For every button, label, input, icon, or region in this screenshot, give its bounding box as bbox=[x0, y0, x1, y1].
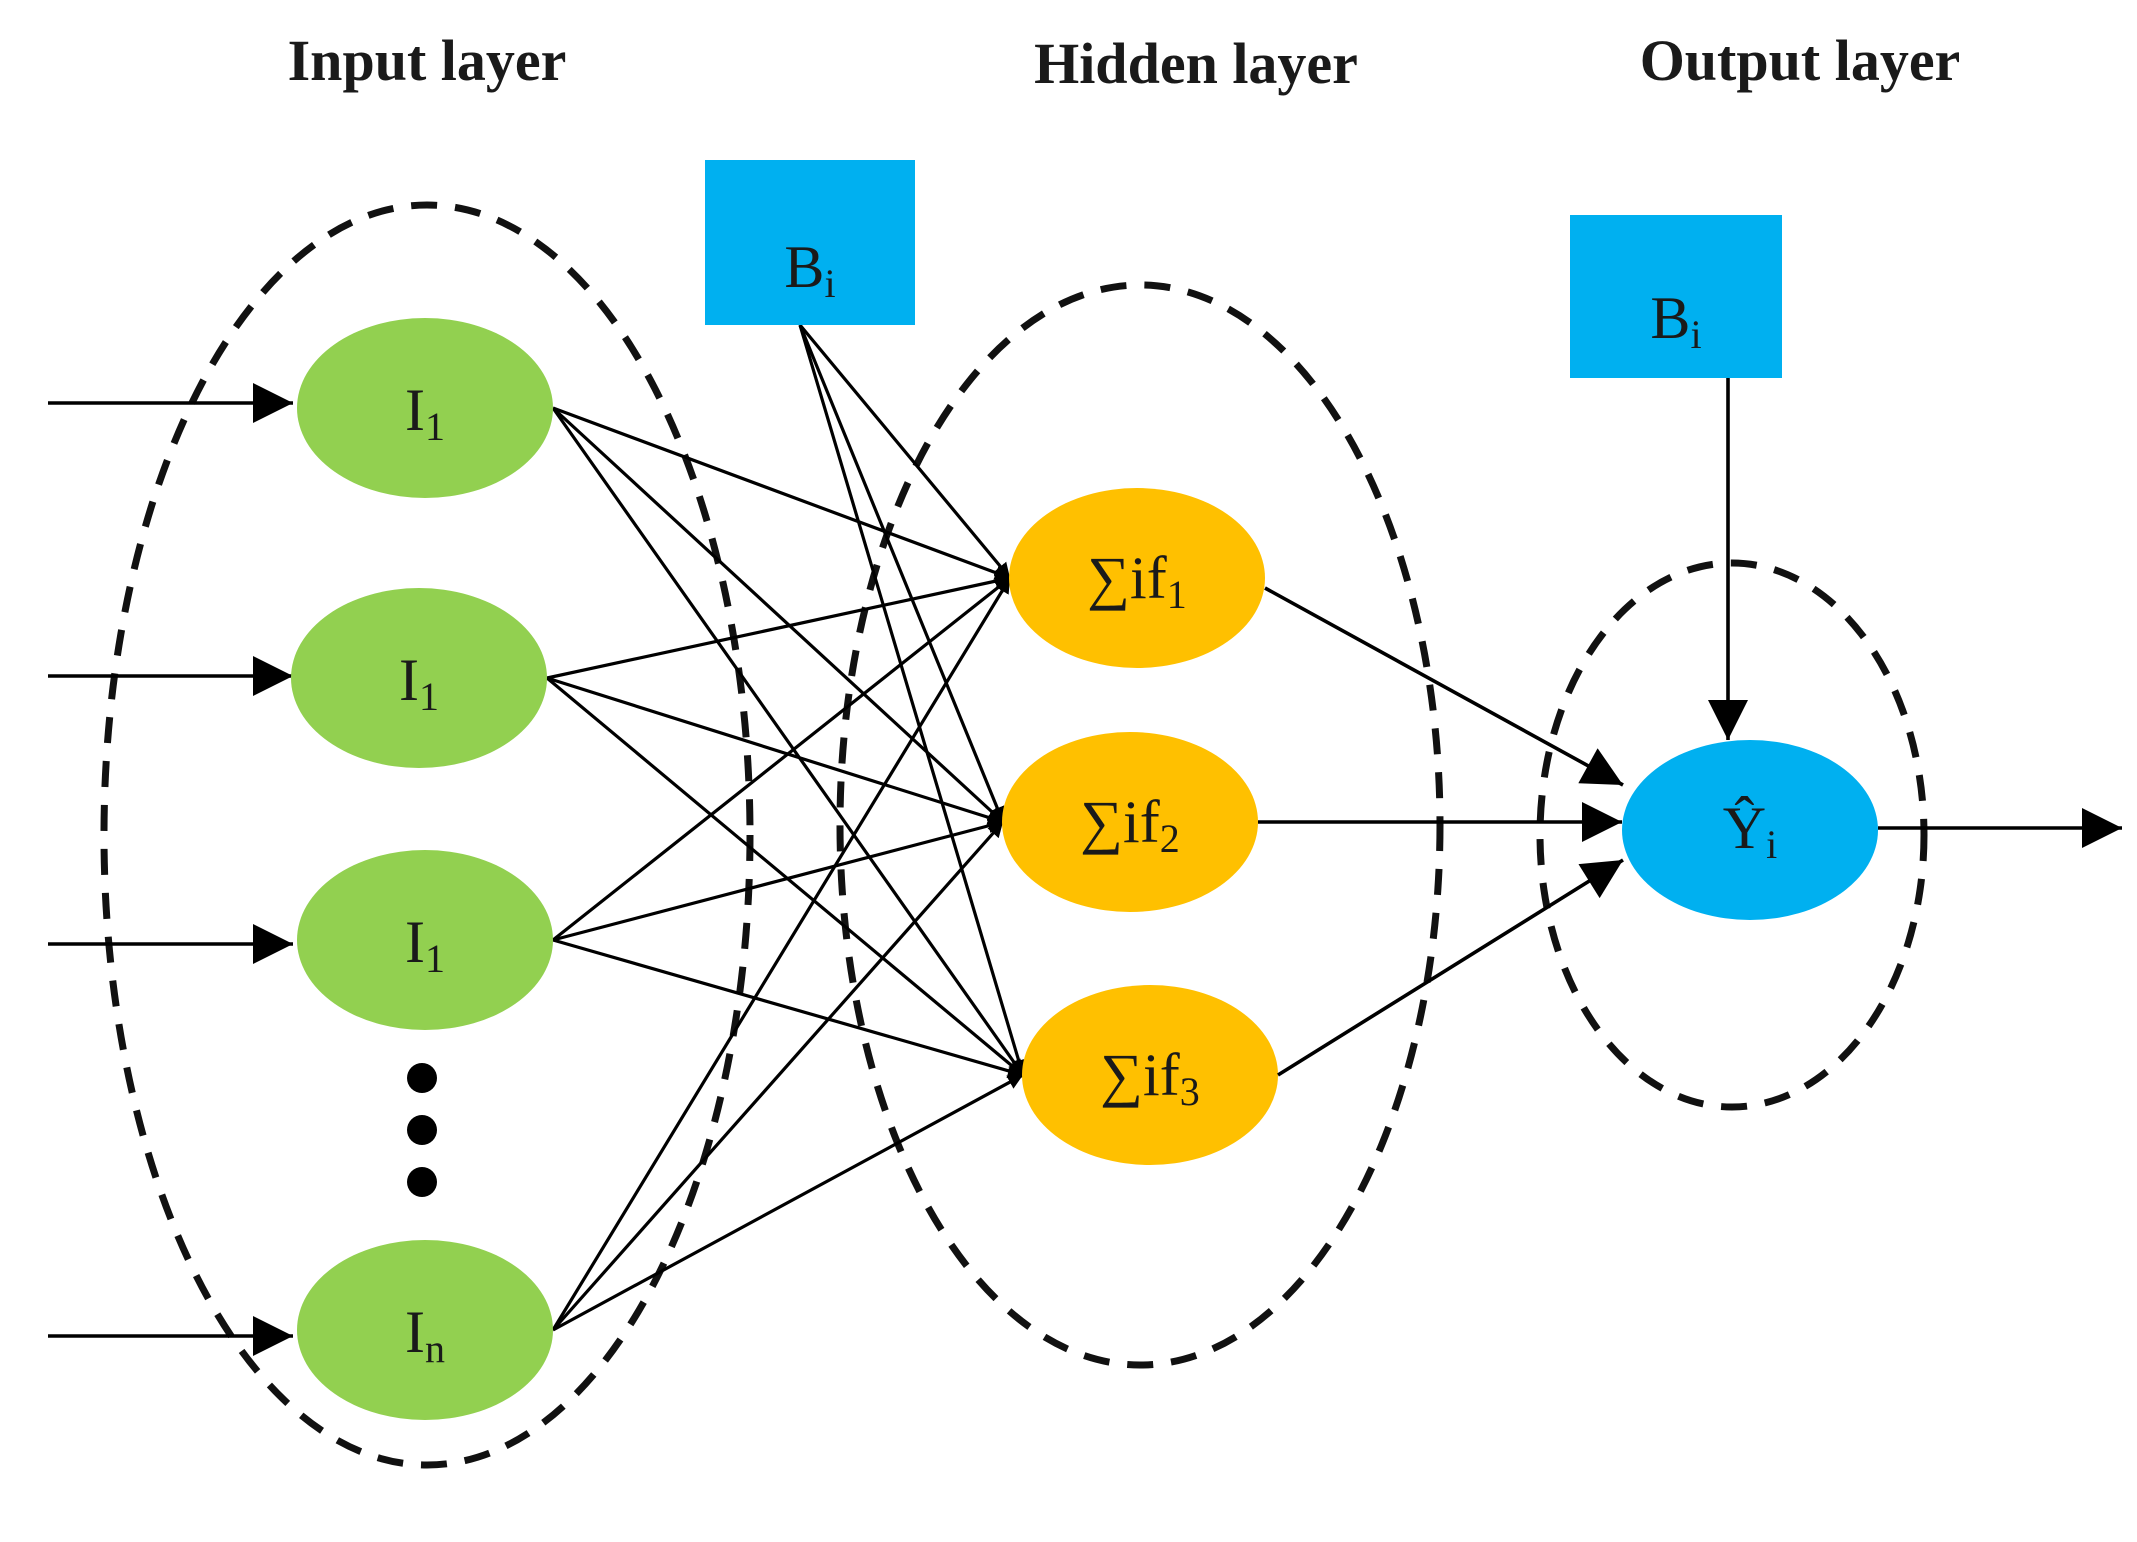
output-node-shape bbox=[1622, 740, 1878, 920]
input-node-2-shape bbox=[291, 588, 547, 768]
input-node-n-shape bbox=[297, 1240, 553, 1420]
edge-bias-to-hidden-2 bbox=[798, 324, 1005, 823]
input-node-3: I1 bbox=[297, 850, 553, 1030]
connection-edges bbox=[545, 323, 1026, 1332]
edge-hidden-1-output bbox=[1264, 586, 1624, 787]
hidden-layer-title: Hidden layer bbox=[1034, 31, 1358, 96]
hidden-node-2: ∑if2 bbox=[1002, 732, 1258, 912]
output-bias-box: Bi bbox=[1570, 215, 1782, 378]
output-layer-title: Output layer bbox=[1640, 28, 1961, 93]
edge-input-1-to-hidden-3 bbox=[551, 407, 1025, 1076]
ellipsis-dot-2 bbox=[407, 1115, 437, 1145]
input-node-n: In bbox=[297, 1240, 553, 1420]
output-bias-box-shape bbox=[1570, 215, 1782, 378]
input-layer-title: Input layer bbox=[288, 28, 567, 93]
input-node-1: I1 bbox=[297, 318, 553, 498]
input-node-1-shape bbox=[297, 318, 553, 498]
hidden-node-3: ∑if3 bbox=[1022, 985, 1278, 1165]
hidden-bias-box-shape bbox=[705, 160, 915, 325]
hidden-node-1-shape bbox=[1009, 488, 1265, 668]
edge-hidden-3-output bbox=[1277, 858, 1624, 1077]
edge-input-2-to-hidden-3 bbox=[545, 676, 1025, 1077]
edge-input-2-to-hidden-2 bbox=[546, 676, 1004, 825]
edge-input-n-to-hidden-1 bbox=[551, 577, 1012, 1331]
input-layer-group bbox=[100, 201, 754, 1469]
edge-input-n-to-hidden-2 bbox=[551, 820, 1005, 1332]
ellipsis-dot-1 bbox=[407, 1063, 437, 1093]
output-bias-label: Bi bbox=[1650, 285, 1701, 357]
edge-input-2-to-hidden-1 bbox=[546, 573, 1011, 680]
hidden-node-2-shape bbox=[1002, 732, 1258, 912]
hidden-node-1: ∑if1 bbox=[1009, 488, 1265, 668]
edge-input-3-to-hidden-2 bbox=[552, 818, 1004, 942]
hidden-to-output-edges bbox=[1258, 586, 1624, 1077]
hidden-bias-box: Bi bbox=[705, 160, 915, 325]
hidden-node-3-shape bbox=[1022, 985, 1278, 1165]
output-node: Ŷi bbox=[1622, 740, 1878, 920]
hidden-node-3-label: ∑if3 bbox=[1100, 1042, 1199, 1114]
hidden-node-1-label: ∑if1 bbox=[1087, 545, 1186, 617]
incoming-input-arrows bbox=[48, 383, 293, 1356]
hidden-node-2-label: ∑if2 bbox=[1080, 789, 1179, 861]
input-node-3-label: I1 bbox=[405, 909, 445, 981]
ellipsis-dot-3 bbox=[407, 1167, 437, 1197]
ellipsis-dots bbox=[407, 1063, 437, 1197]
edge-input-3-to-hidden-1 bbox=[552, 576, 1011, 942]
input-node-2: I1 bbox=[291, 588, 547, 768]
edge-input-n-to-hidden-3 bbox=[552, 1073, 1024, 1332]
edge-input-3-to-hidden-3 bbox=[552, 938, 1024, 1079]
output-layer-group bbox=[1536, 559, 1928, 1111]
input-node-1-label: I1 bbox=[405, 377, 445, 449]
edge-bias-to-hidden-3 bbox=[798, 324, 1026, 1076]
output-node-label: Ŷi bbox=[1723, 795, 1777, 867]
edge-input-1-to-hidden-1 bbox=[552, 406, 1011, 580]
hidden-layer-group bbox=[836, 281, 1444, 1369]
input-node-n-label: In bbox=[405, 1299, 445, 1371]
edge-bias-to-hidden-1 bbox=[798, 323, 1012, 580]
input-node-3-shape bbox=[297, 850, 553, 1030]
input-node-2-label: I1 bbox=[399, 647, 439, 719]
hidden-bias-label: Bi bbox=[784, 234, 835, 306]
